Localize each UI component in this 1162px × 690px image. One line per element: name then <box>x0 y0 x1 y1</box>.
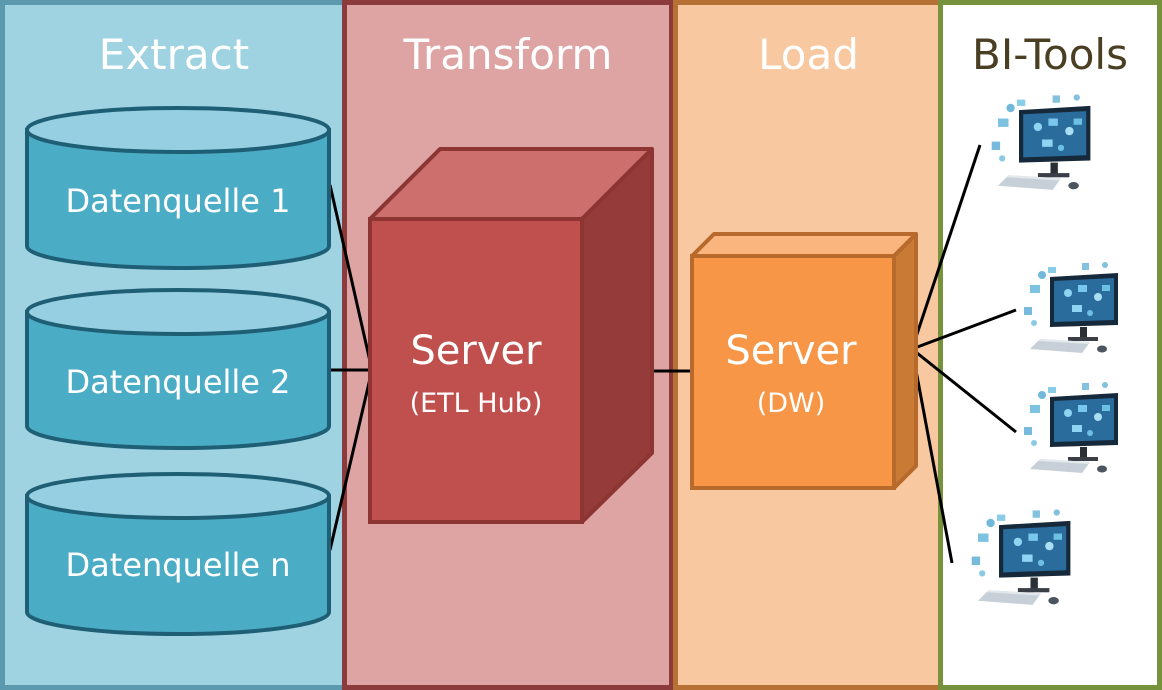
computer-icon <box>1024 382 1118 473</box>
transform-title: Transform <box>403 30 613 79</box>
connector-source1-etl <box>328 184 374 371</box>
computer-icon <box>1024 262 1118 353</box>
connector-sourcen-etl <box>328 369 374 551</box>
extract-title: Extract <box>98 30 250 79</box>
data-source-1: Datenquelle 1 <box>25 106 331 270</box>
etl-server-label: Server <box>410 328 542 374</box>
load-title: Load <box>758 30 859 79</box>
dw-server-label: Server <box>725 328 857 374</box>
etl-server-sublabel: (ETL Hub) <box>410 388 543 419</box>
dw-server-sublabel: (DW) <box>757 388 826 419</box>
bi-tools-title: BI-Tools <box>972 30 1128 79</box>
connector-dw-bi2 <box>911 308 1017 351</box>
computer-icon <box>991 94 1091 190</box>
data-source-1-label: Datenquelle 1 <box>65 182 290 220</box>
dw-server: Server (DW) <box>690 232 918 490</box>
data-source-2-label: Datenquelle 2 <box>65 363 290 401</box>
connector-dw-bi3 <box>911 347 1017 434</box>
computer-icon <box>971 509 1071 605</box>
etl-server: Server (ETL Hub) <box>368 147 654 524</box>
data-source-n-label: Datenquelle n <box>66 546 291 584</box>
connector-dw-bi4 <box>910 348 954 564</box>
connector-dw-bi1 <box>910 144 982 350</box>
data-source-2: Datenquelle 2 <box>25 288 331 450</box>
data-source-n: Datenquelle n <box>25 472 331 636</box>
